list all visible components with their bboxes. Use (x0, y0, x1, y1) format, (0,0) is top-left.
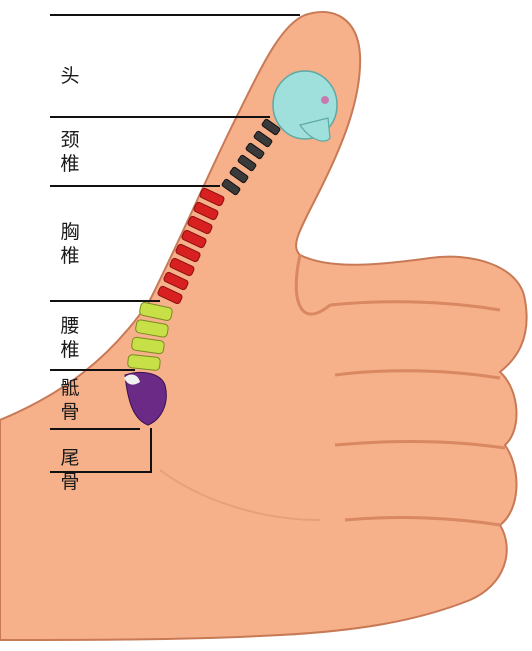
label-sacrum: 骶骨 (58, 376, 82, 424)
label-thoracic: 胸椎 (58, 220, 82, 268)
cervical-bottom-line (50, 185, 220, 187)
head-top-line (50, 14, 300, 16)
coccyx-connector (150, 428, 152, 473)
skull-eye (321, 96, 329, 104)
sacrum-bottom-line (50, 428, 140, 430)
label-lumbar: 腰椎 (58, 314, 82, 362)
thoracic-bottom-line (50, 300, 160, 302)
label-cervical: 颈椎 (58, 128, 82, 176)
head-bottom-line (50, 116, 270, 118)
lumbar-bottom-line (50, 369, 135, 371)
label-coccyx: 尾骨 (58, 446, 82, 494)
label-head: 头 (58, 64, 82, 88)
